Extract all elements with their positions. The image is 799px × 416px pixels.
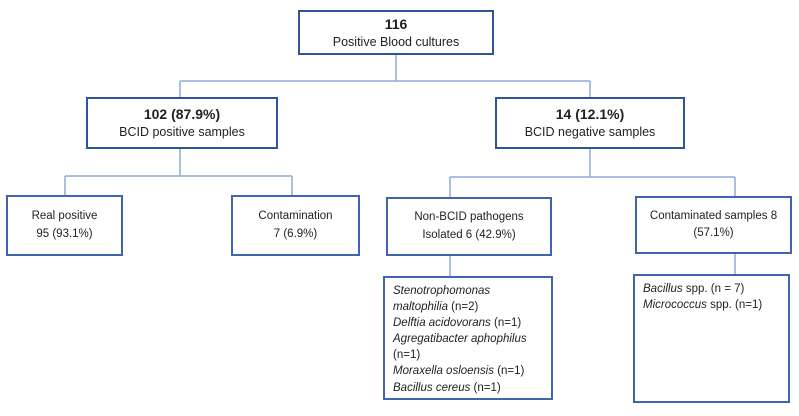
root-value: 116 xyxy=(384,15,408,32)
bcid-positive-box: 102 (87.9%) BCID positive samples xyxy=(86,97,278,149)
bcid-negative-box: 14 (12.1%) BCID negative samples xyxy=(495,97,685,149)
contamination-box: Contamination 7 (6.9%) xyxy=(231,195,360,256)
bcid-negative-value: 14 (12.1%) xyxy=(555,106,625,123)
organism-entry: Micrococcus spp. (n=1) xyxy=(643,299,763,312)
non-bcid-organisms-list: Stenotrophomonas maltophilia (n=2) Delfti… xyxy=(383,276,553,400)
organism-entry: Bacillus spp. (n = 7) xyxy=(643,283,745,295)
contaminant-organisms-list: Bacillus spp. (n = 7) Micrococcus spp. (n… xyxy=(633,274,790,403)
organism-entry: Stenotrophomonas maltophilia (n=2) xyxy=(393,285,491,314)
organism-entry: Delftia acidovorans (n=1) xyxy=(393,317,522,330)
contamination-line2: 7 (6.9%) xyxy=(273,227,318,240)
non-bcid-line2: Isolated 6 (42.9%) xyxy=(422,228,516,241)
bcid-positive-value: 102 (87.9%) xyxy=(143,106,221,123)
real-positive-line1: Real positive xyxy=(31,210,98,223)
contaminated-samples-line2: (57.1%) xyxy=(693,227,734,239)
contaminated-samples-line1: Contaminated samples 8 xyxy=(649,209,778,222)
bcid-positive-label: BCID positive samples xyxy=(119,125,245,139)
non-bcid-pathogens-box: Non-BCID pathogens Isolated 6 (42.9%) xyxy=(386,197,552,256)
bcid-negative-label: BCID negative samples xyxy=(524,125,656,139)
real-positive-line2: 95 (93.1%) xyxy=(36,227,93,240)
real-positive-box: Real positive 95 (93.1%) xyxy=(6,195,123,256)
non-bcid-line1: Non-BCID pathogens xyxy=(414,211,524,224)
root-box: 116 Positive Blood cultures xyxy=(298,10,494,55)
contaminated-samples-box: Contaminated samples 8 (57.1%) xyxy=(635,196,792,254)
organism-entry: Agregatibacter aphophilus (n=1) xyxy=(393,333,527,362)
contamination-line1: Contamination xyxy=(258,210,333,223)
organism-entry: Bacillus cereus (n=1) xyxy=(393,381,501,394)
organism-entry: Moraxella osloensis (n=1) xyxy=(393,365,525,378)
root-label: Positive Blood cultures xyxy=(332,34,460,49)
